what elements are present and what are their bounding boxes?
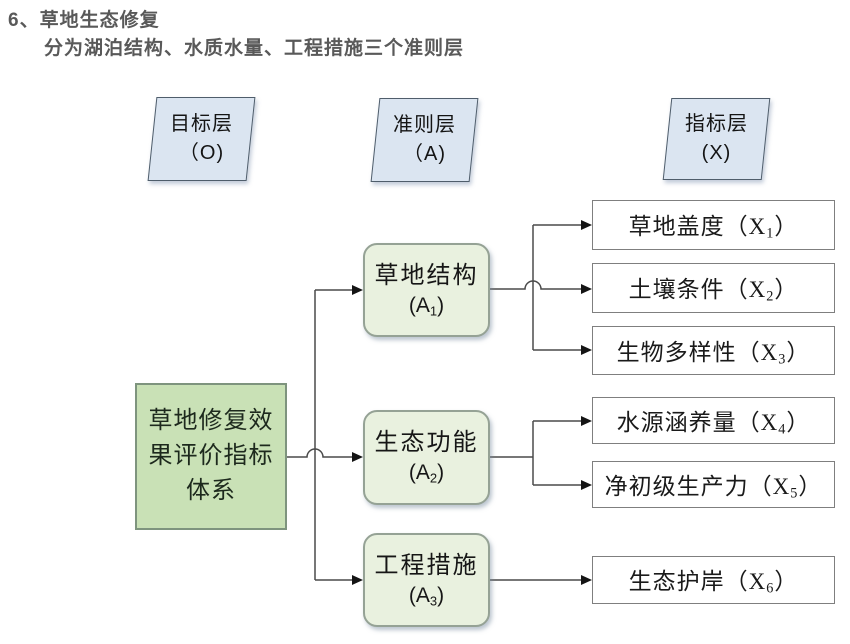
indicator-label: 水源涵养量（X4） bbox=[617, 403, 811, 439]
criteria-code: (A3) bbox=[409, 584, 444, 608]
code-subscript: 4 bbox=[778, 421, 787, 438]
arrowhead-a1 bbox=[352, 285, 363, 295]
criteria-code: (A2) bbox=[409, 461, 444, 485]
criteria-node-a1: 草地结构 (A1) bbox=[363, 243, 490, 337]
indicator-label: 生物多样性（X3） bbox=[617, 333, 811, 369]
criteria-node-a2: 生态功能 (A2) bbox=[363, 410, 490, 505]
criteria-node-a3: 工程措施 (A3) bbox=[363, 533, 490, 627]
layer-label: 准则层 bbox=[393, 114, 456, 136]
code-open: （X bbox=[736, 339, 779, 365]
criteria-label: 草地结构 bbox=[374, 262, 479, 289]
indicator-node-x3: 生物多样性（X3） bbox=[592, 326, 835, 375]
indicator-node-x4: 水源涵养量（X4） bbox=[592, 397, 835, 444]
layer-code: （A) bbox=[403, 143, 446, 165]
arrowhead-x6 bbox=[581, 575, 592, 585]
code-open: （X bbox=[724, 569, 767, 595]
code-subscript: 2 bbox=[429, 470, 438, 486]
code-open: (A bbox=[408, 293, 430, 317]
code-open: （X bbox=[748, 473, 791, 499]
indicator-label: 土壤条件（X2） bbox=[629, 270, 799, 306]
code-subscript: 3 bbox=[778, 351, 787, 368]
code-close: ） bbox=[786, 409, 811, 435]
indicator-node-x2: 土壤条件（X2） bbox=[592, 263, 835, 313]
indicator-name: 草地盖度 bbox=[628, 214, 725, 240]
indicator-label: 生态护岸（X6） bbox=[629, 562, 799, 598]
layer-label: 指标层 bbox=[685, 113, 748, 135]
goal-node: 草地修复效果评价指标体系 bbox=[135, 383, 287, 530]
code-close: ） bbox=[774, 214, 799, 240]
code-open: (A bbox=[408, 461, 430, 485]
indicator-name: 土壤条件 bbox=[628, 277, 725, 303]
indicator-node-x6: 生态护岸（X6） bbox=[592, 556, 835, 604]
arrowhead-x3 bbox=[581, 345, 592, 355]
layer-header-goal: 目标层 （O) bbox=[147, 97, 256, 181]
indicator-label: 净初级生产力（X5） bbox=[605, 467, 823, 503]
indicator-label: 草地盖度（X1） bbox=[629, 207, 799, 243]
indicator-node-x5: 净初级生产力（X5） bbox=[592, 461, 835, 508]
layer-code: (X) bbox=[701, 142, 732, 164]
indicator-name: 生态护岸 bbox=[628, 569, 725, 595]
goal-node-label: 草地修复效果评价指标体系 bbox=[148, 408, 274, 504]
code-open: （X bbox=[736, 409, 779, 435]
code-close: ) bbox=[437, 293, 445, 317]
code-open: (A bbox=[408, 583, 430, 607]
layer-header-indicator: 指标层 (X) bbox=[662, 98, 771, 180]
code-subscript: 5 bbox=[790, 485, 799, 502]
arrowhead-x2 bbox=[581, 284, 592, 294]
arrowhead-x1 bbox=[581, 220, 592, 230]
layer-header-goal-text: 目标层 （O) bbox=[170, 110, 233, 168]
criteria-label: 生态功能 bbox=[374, 430, 479, 457]
code-subscript: 6 bbox=[766, 580, 775, 597]
arrowhead-a2 bbox=[352, 452, 363, 462]
layer-header-indicator-text: 指标层 (X) bbox=[685, 110, 748, 168]
layer-header-criteria: 准则层 （A) bbox=[370, 98, 479, 182]
connector-goal-a2 bbox=[287, 448, 352, 458]
code-open: （X bbox=[724, 277, 767, 303]
code-close: ) bbox=[437, 583, 445, 607]
section-subtitle: 分为湖泊结构、水质水量、工程措施三个准则层 bbox=[44, 38, 465, 59]
connector-a1-x2 bbox=[490, 280, 581, 290]
code-close: ) bbox=[437, 461, 445, 485]
layer-label: 目标层 bbox=[170, 113, 233, 135]
code-close: ） bbox=[774, 277, 799, 303]
arrowhead-a3 bbox=[352, 575, 363, 585]
code-close: ） bbox=[798, 473, 823, 499]
code-close: ） bbox=[774, 569, 799, 595]
code-subscript: 1 bbox=[766, 225, 775, 242]
section-title: 6、草地生态修复 bbox=[8, 10, 160, 31]
code-subscript: 1 bbox=[429, 303, 438, 319]
criteria-code: (A1) bbox=[409, 294, 444, 318]
layer-header-criteria-text: 准则层 （A) bbox=[393, 111, 456, 169]
indicator-name: 水源涵养量 bbox=[616, 409, 737, 435]
indicator-node-x1: 草地盖度（X1） bbox=[592, 200, 835, 250]
indicator-name: 净初级生产力 bbox=[604, 473, 749, 499]
arrowhead-x4 bbox=[581, 416, 592, 426]
layer-code: （O) bbox=[178, 142, 225, 164]
arrowhead-x5 bbox=[581, 480, 592, 490]
code-open: （X bbox=[724, 214, 767, 240]
code-subscript: 2 bbox=[766, 288, 775, 305]
indicator-name: 生物多样性 bbox=[616, 339, 737, 365]
code-close: ） bbox=[786, 339, 811, 365]
criteria-label: 工程措施 bbox=[374, 552, 479, 579]
code-subscript: 3 bbox=[429, 593, 438, 609]
